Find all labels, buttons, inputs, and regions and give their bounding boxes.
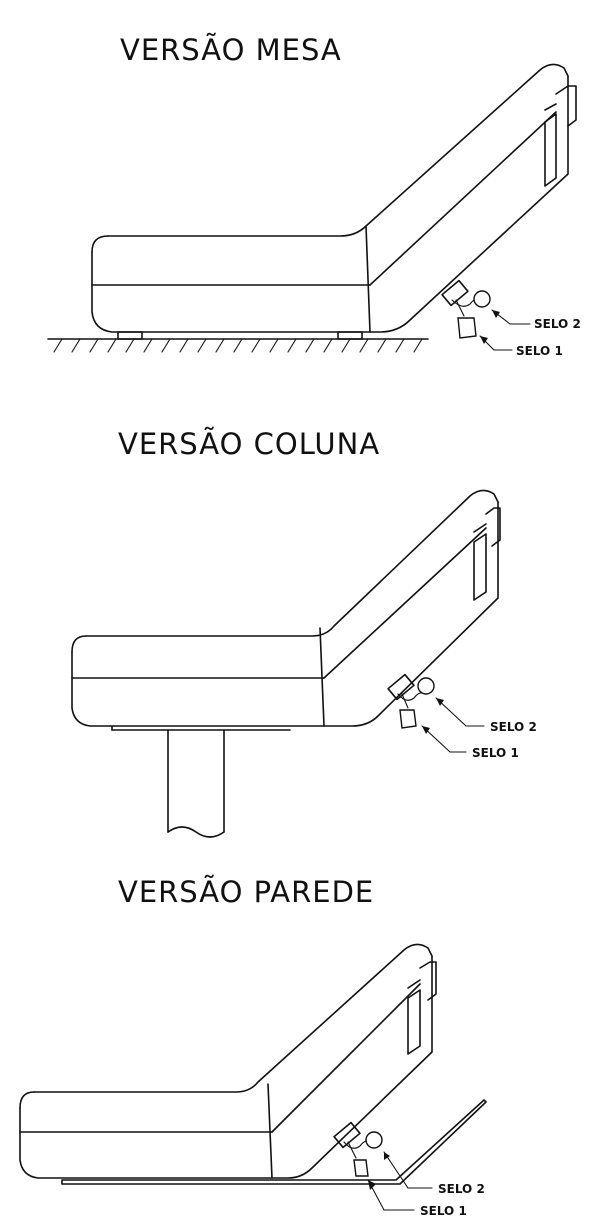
connector-block <box>441 279 469 307</box>
platform-outline <box>71 501 499 727</box>
platform-top-edge <box>85 489 499 637</box>
view-coluna: VERSÃO COLUNA <box>71 427 537 838</box>
table-surface <box>47 338 429 353</box>
display-panel <box>473 533 487 601</box>
platform-bend <box>267 1083 273 1179</box>
seal-2-label: SELO 2 <box>534 317 581 331</box>
platform-bend <box>365 225 371 333</box>
seal-1-icon <box>457 317 477 339</box>
display-bracket <box>485 507 501 547</box>
view-title-coluna: VERSÃO COLUNA <box>118 427 380 461</box>
scale-body-parede <box>19 943 437 1179</box>
seal-2-icon <box>473 290 491 308</box>
seal-1-label: SELO 1 <box>516 344 563 358</box>
display-edge <box>407 979 421 989</box>
seal-assembly-coluna <box>387 673 435 729</box>
seal-1-callout-parede: SELO 1 <box>367 1179 467 1218</box>
seal-2-icon <box>365 1131 383 1149</box>
foot-right <box>337 331 363 340</box>
seal-2-label: SELO 2 <box>490 720 537 734</box>
view-mesa: VERSÃO MESA <box>47 33 581 358</box>
view-parede: VERSÃO PAREDE SELO 2 <box>19 875 487 1218</box>
display-bracket <box>419 961 437 1001</box>
seal-1-label: SELO 1 <box>420 1204 467 1218</box>
display-bracket <box>555 85 577 127</box>
scale-body-coluna <box>71 489 501 731</box>
support-column <box>167 729 225 838</box>
seal-1-icon <box>353 1159 369 1177</box>
seal-1-icon <box>399 709 417 729</box>
platform-outline <box>91 75 569 333</box>
view-title-mesa: VERSÃO MESA <box>120 33 342 67</box>
platform-top-edge <box>107 63 569 237</box>
platform-top-edge <box>33 943 433 1093</box>
platform-corner <box>91 235 109 253</box>
column-seam <box>271 983 421 1133</box>
display-panel <box>544 113 557 187</box>
display-panel <box>407 989 421 1055</box>
seal-2-label: SELO 2 <box>438 1182 485 1196</box>
platform-outline <box>19 955 433 1179</box>
seal-1-callout-mesa: SELO 1 <box>479 335 563 358</box>
column-seam <box>323 527 487 679</box>
seal-2-callout-coluna: SELO 2 <box>435 697 537 734</box>
platform-corner <box>19 1091 35 1109</box>
seal-2-callout-mesa: SELO 2 <box>491 309 581 331</box>
column-break-line <box>167 826 225 838</box>
platform-bend <box>319 627 325 727</box>
seal-assembly-parede <box>333 1121 383 1177</box>
seal-assembly-mesa <box>441 279 491 339</box>
platform-corner <box>71 635 87 653</box>
scale-body-mesa <box>91 63 577 340</box>
foot-left <box>117 331 143 340</box>
seal-1-callout-coluna: SELO 1 <box>421 725 519 760</box>
display-edge <box>544 103 557 111</box>
seal-1-label: SELO 1 <box>472 746 519 760</box>
display-edge <box>473 523 487 533</box>
column-seam <box>369 111 557 286</box>
view-title-parede: VERSÃO PAREDE <box>118 875 374 909</box>
seal-2-callout-parede: SELO 2 <box>383 1151 485 1196</box>
seal-2-icon <box>417 677 435 695</box>
wall-bracket <box>61 1099 487 1185</box>
